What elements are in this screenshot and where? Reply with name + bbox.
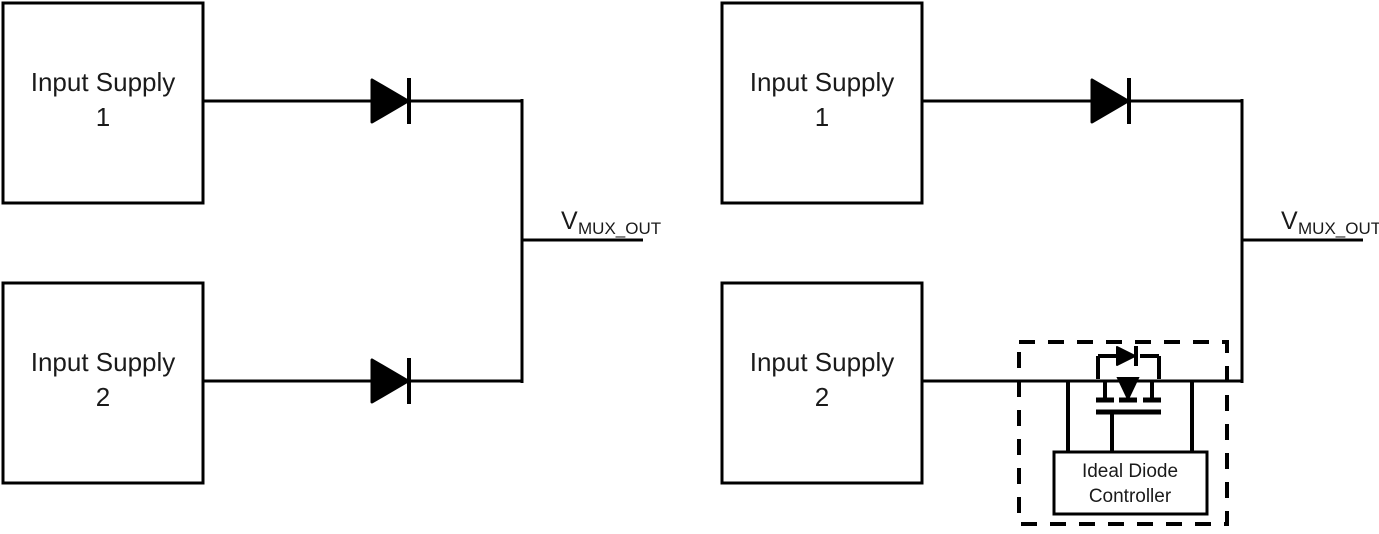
right-supply-2-label-line2: 2 xyxy=(815,382,829,412)
left-output-net-label: V MUX_OUT xyxy=(561,207,661,238)
left-supply-1-block[interactable]: Input Supply 1 xyxy=(1,1,205,205)
left-supply-1-label-line1: Input Supply xyxy=(31,67,176,97)
right-supply-1-box[interactable] xyxy=(720,1,924,205)
right-supply-1-block[interactable]: Input Supply 1 xyxy=(720,1,924,205)
ideal-diode-mosfet-icon[interactable] xyxy=(1096,346,1161,454)
right-or-diode-1-icon[interactable] xyxy=(1090,78,1131,124)
left-supply-2-label-line1: Input Supply xyxy=(31,347,176,377)
left-supply-1-box[interactable] xyxy=(1,1,205,205)
left-output-label-subscript: MUX_OUT xyxy=(578,219,661,238)
left-diode-2-anode-triangle xyxy=(370,358,410,404)
left-supply-2-label-line2: 2 xyxy=(96,382,110,412)
right-output-label-main: V xyxy=(1281,207,1298,235)
ideal-diode-controller-block[interactable]: Ideal Diode Controller xyxy=(1052,450,1209,516)
left-or-diode-1-icon[interactable] xyxy=(370,78,411,124)
body-diode-anode-triangle xyxy=(1116,346,1136,366)
left-or-diode-2-icon[interactable] xyxy=(370,358,411,404)
ideal-diode-dashed-enclosure xyxy=(1017,340,1229,526)
right-supply-2-block[interactable]: Input Supply 2 xyxy=(720,281,924,485)
left-output-label-main: V xyxy=(561,207,578,235)
left-supply-1-label-line2: 1 xyxy=(96,102,110,132)
left-diode-1-anode-triangle xyxy=(370,78,410,124)
ideal-diode-controller-label-line1: Ideal Diode xyxy=(1082,461,1178,482)
right-output-label-subscript: MUX_OUT xyxy=(1298,219,1379,238)
right-supply-1-label-line1: Input Supply xyxy=(750,67,895,97)
ideal-diode-controller-label-line2: Controller xyxy=(1089,486,1172,507)
panel-ideal-diode: Input Supply 1 Input Supply 2 xyxy=(720,1,1379,526)
right-supply-2-box[interactable] xyxy=(720,281,924,485)
left-supply-2-box[interactable] xyxy=(1,281,205,485)
right-supply-2-label-line1: Input Supply xyxy=(750,347,895,377)
mosfet-body-arrow xyxy=(1116,377,1140,402)
ideal-diode-controller-box[interactable] xyxy=(1052,450,1209,516)
right-diode-1-anode-triangle xyxy=(1090,78,1130,124)
right-supply-1-label-line2: 1 xyxy=(815,102,829,132)
right-output-net-label: V MUX_OUT xyxy=(1281,207,1379,238)
panel-diode-or: Input Supply 1 Input Supply 2 xyxy=(1,1,661,485)
left-supply-2-block[interactable]: Input Supply 2 xyxy=(1,281,205,485)
